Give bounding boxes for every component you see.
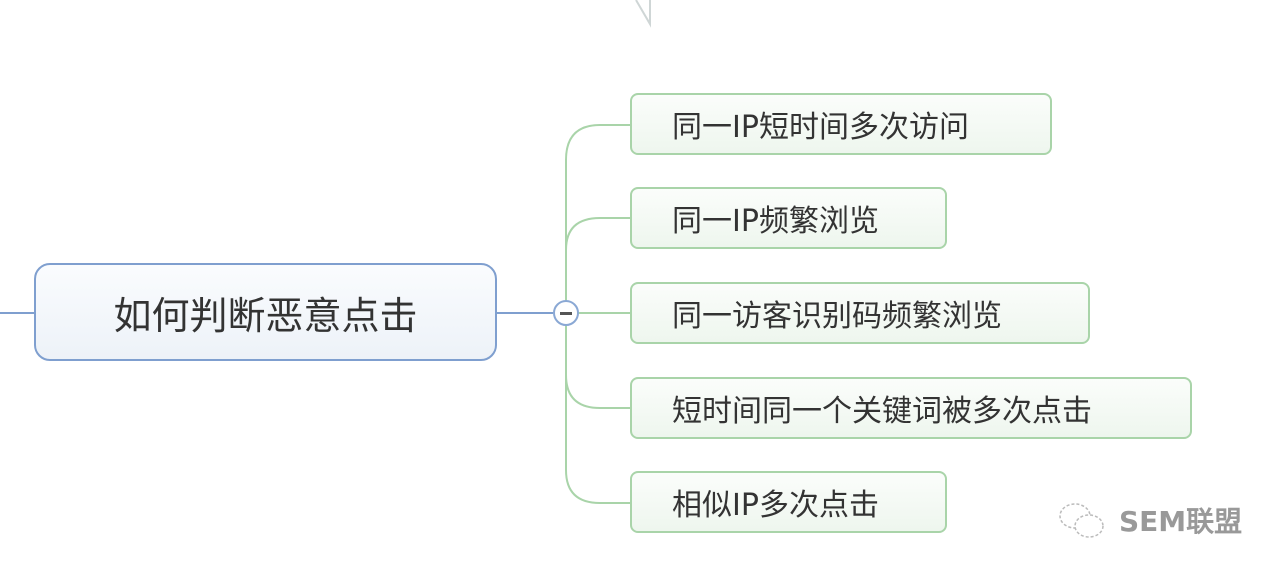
central-topic[interactable]: 如何判断恶意点击 <box>34 263 497 361</box>
subtopic-5[interactable]: 相似IP多次点击 <box>630 471 947 533</box>
watermark-text: SEM联盟 <box>1119 505 1243 538</box>
subtopic-3[interactable]: 同一访客识别码频繁浏览 <box>630 282 1090 344</box>
subtopic-2[interactable]: 同一IP频繁浏览 <box>630 187 947 249</box>
subtopic-1[interactable]: 同一IP短时间多次访问 <box>630 93 1052 155</box>
minus-icon <box>560 311 572 315</box>
subtopic-4[interactable]: 短时间同一个关键词被多次点击 <box>630 377 1192 439</box>
wechat-icon <box>1059 503 1104 538</box>
collapse-button[interactable] <box>553 300 579 326</box>
watermark: SEM联盟 <box>1055 500 1242 540</box>
